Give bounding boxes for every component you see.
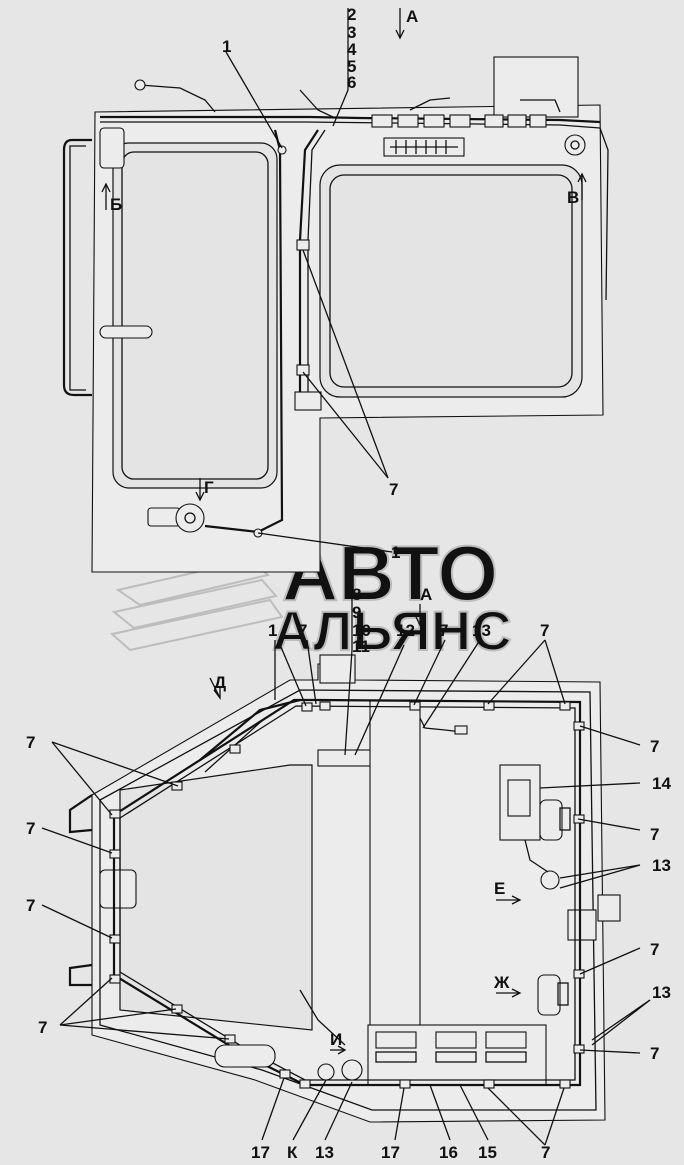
- right-side-harness: [599, 127, 609, 301]
- view-label-zh: Ж: [493, 973, 510, 992]
- callout-7-l3: 7: [26, 896, 35, 915]
- callout-7-l4: 7: [38, 1018, 47, 1037]
- top-roof-harness: [100, 115, 601, 124]
- callout-13-r2: 13: [652, 983, 671, 1002]
- left-panel-box: [99, 869, 137, 909]
- bottom-left-glass: [119, 764, 313, 1031]
- callout-1-bot: 1: [268, 621, 277, 640]
- callout-17-a: 17: [251, 1143, 270, 1162]
- connector-k: [317, 1063, 335, 1081]
- top-leaders: [101, 8, 587, 553]
- bottom-leaders: [41, 585, 651, 1146]
- callout-7-r3: 7: [650, 940, 659, 959]
- callout-13-r1: 13: [652, 856, 671, 875]
- callout-7-l2: 7: [26, 819, 35, 838]
- middle-vertical-harness: [298, 129, 319, 400]
- top-right-window: [319, 164, 583, 398]
- callout-7-b3: 7: [540, 621, 549, 640]
- bottom-cab-view: [68, 654, 621, 1123]
- view-label-b: Б: [110, 195, 122, 214]
- view-label-d: Д: [214, 673, 226, 692]
- view-label-g: Г: [204, 478, 214, 497]
- callout-10: 10: [352, 621, 371, 640]
- callout-13-top: 13: [472, 621, 491, 640]
- callout-15: 15: [478, 1143, 497, 1162]
- watermark: АВТО АЛЬЯНС: [109, 528, 513, 663]
- top-left-window-inner: [121, 151, 269, 480]
- switch-e: [540, 870, 560, 890]
- callout-16: 16: [439, 1143, 458, 1162]
- watermark-logo-icon: [109, 558, 284, 652]
- view-label-i: И: [330, 1030, 342, 1049]
- callout-7-r1: 7: [650, 737, 659, 756]
- clamp-7-upper: [296, 239, 310, 251]
- top-right-window-inner: [329, 174, 573, 388]
- top-roof-box: [493, 56, 579, 118]
- callout-8: 8: [352, 585, 361, 604]
- right-beacon: [564, 134, 586, 156]
- view-label-k: К: [287, 1143, 298, 1162]
- wiper-motor: [147, 503, 205, 533]
- view-label-v: В: [567, 188, 579, 207]
- callout-1-mid: 1: [391, 543, 400, 562]
- lower-left-device: [214, 1044, 276, 1068]
- harness-d: [199, 698, 301, 761]
- view-label-a-top: А: [406, 7, 418, 26]
- callout-3: 3: [347, 23, 356, 42]
- callout-numbers: 1 2 3 4 5 6 7 1 8 9 10 11 1 7 12 7 13 7 …: [26, 5, 671, 1162]
- plug-top: [539, 799, 571, 841]
- relay-block-16: [367, 1024, 547, 1086]
- cable-13-top: [419, 717, 463, 733]
- callout-7-top: 7: [389, 480, 398, 499]
- callout-9: 9: [352, 603, 361, 622]
- left-mirror-bracket: [99, 127, 125, 169]
- top-left-window: [112, 142, 278, 489]
- callout-17-b: 17: [381, 1143, 400, 1162]
- callout-7-bot: 7: [541, 1143, 550, 1162]
- roof-connectors: [371, 114, 547, 128]
- callout-7-r2: 7: [650, 825, 659, 844]
- callout-11: 11: [352, 637, 370, 656]
- callout-7-b1: 7: [298, 621, 307, 640]
- bottom-top-slab: [319, 654, 356, 684]
- view-label-a-bottom: А: [420, 585, 432, 604]
- clamps-7: [109, 701, 585, 1089]
- callout-1-top: 1: [222, 37, 231, 56]
- callout-12: 12: [396, 621, 415, 640]
- callout-7-b2: 7: [439, 621, 448, 640]
- callout-6: 6: [347, 73, 356, 92]
- left-handrail: [62, 138, 92, 397]
- view-labels: А Б В Г А Д Е Ж И К: [110, 7, 579, 1162]
- top-cab-view: [62, 56, 609, 573]
- callout-13-bot: 13: [315, 1143, 334, 1162]
- left-vertical-harness: [204, 129, 284, 534]
- view-label-e: Е: [494, 879, 505, 898]
- callout-14: 14: [652, 774, 671, 793]
- callout-4: 4: [347, 40, 357, 59]
- bottom-left-handrail: [68, 794, 93, 834]
- right-bracket: [567, 909, 597, 941]
- roof-lamp: [134, 79, 146, 91]
- callout-5: 5: [347, 57, 356, 76]
- device-14: [499, 764, 541, 841]
- callout-7-r4: 7: [650, 1044, 659, 1063]
- clamp-7-lower: [296, 364, 310, 376]
- right-outer-bracket: [597, 894, 621, 922]
- callout-7-l1: 7: [26, 733, 35, 752]
- mid-connector: [294, 391, 322, 411]
- connector-i: [341, 1059, 363, 1081]
- door-handle: [99, 325, 153, 339]
- callout-2: 2: [347, 5, 356, 24]
- plug-bottom: [537, 974, 569, 1016]
